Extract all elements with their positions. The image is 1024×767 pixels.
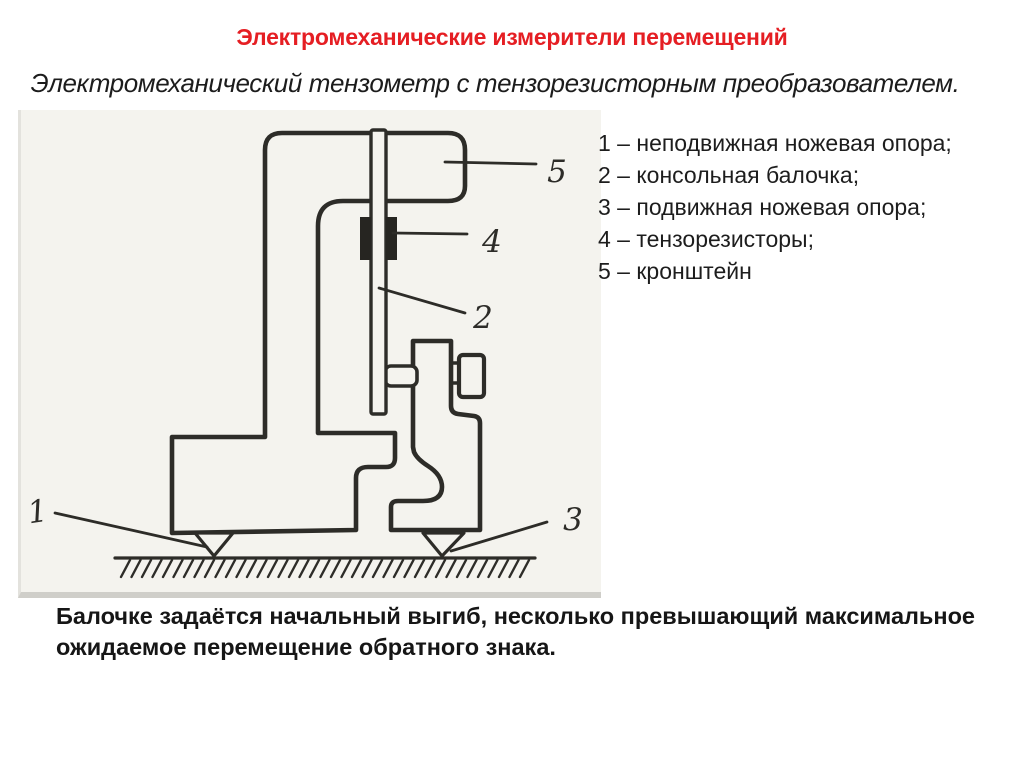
slide-note: Балочке задаётся начальный выгиб, нескол… [56,601,986,663]
leader-line-5 [443,160,538,166]
cantilever-beam [369,128,388,416]
leader-line-4 [391,231,469,236]
strain-gauge-left [360,217,371,260]
tensometer-figure-panel: 1 2 3 4 5 [18,110,601,598]
legend-item-2: 2 – консольная балочка; [598,162,860,188]
slide-subtitle: Электромеханический тензометр с тензорез… [30,68,960,98]
strain-gauge-right [386,217,397,260]
figure-legend: 1 – неподвижная ножевая опора; 2 – консо… [598,127,1018,287]
tensometer-diagram: 1 2 3 4 5 [25,128,583,579]
legend-item-3: 3 – подвижная ножевая опора; [598,194,927,220]
callout-1: 1 [25,493,50,531]
callout-3: 3 [563,502,583,538]
screw-bolt-head [456,352,487,400]
beam-clamp-flange [383,364,419,388]
movable-support [388,338,483,533]
leader-line-1 [53,511,209,549]
knife-edge-movable [421,531,466,558]
legend-item-4: 4 – тензорезисторы; [598,226,814,252]
note-line-2: ожидаемое перемещение обратного знака. [56,634,556,660]
legend-item-1: 1 – неподвижная ножевая опора; [598,130,952,156]
legend-item-5: 5 – кронштейн [598,258,752,284]
frame-body [169,130,468,536]
note-line-1: Балочке задаётся начальный выгиб, нескол… [56,603,976,629]
leader-line-2 [377,286,467,315]
ground-hatching [119,558,531,579]
callout-2: 2 [472,300,493,336]
leader-line-3 [449,520,549,553]
slide-title: Электромеханические измерители перемещен… [236,24,788,50]
knife-edge-fixed [193,531,235,558]
callout-5: 5 [547,154,567,190]
callout-4: 4 [481,224,502,260]
